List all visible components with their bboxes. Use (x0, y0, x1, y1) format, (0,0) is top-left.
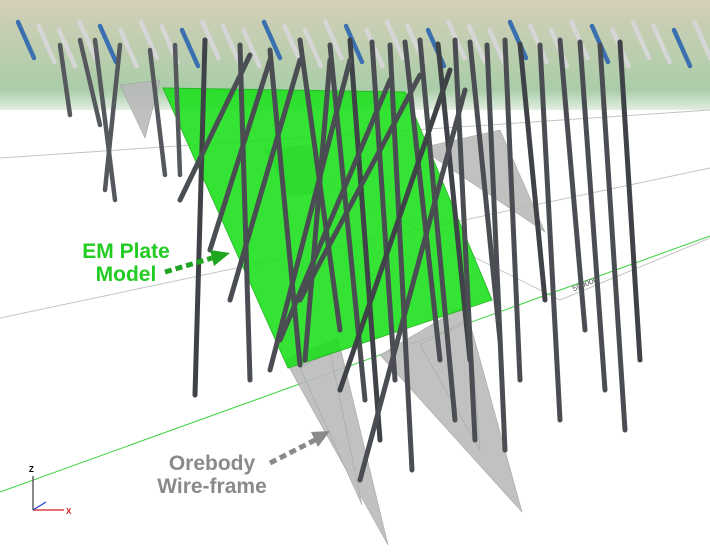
baseline-line (0, 235, 710, 493)
drillhole-trace (347, 37, 383, 443)
drillhole-trace (57, 42, 73, 118)
drillhole-trace (267, 47, 303, 368)
em-plate-arrow-icon (164, 250, 230, 275)
drillhole-trace (118, 27, 139, 69)
drillhole-trace (282, 23, 303, 65)
em-plate-label-line2: Model (95, 263, 157, 287)
em-plate-label-line1: EM Plate (82, 240, 170, 263)
drillhole-trace (302, 27, 324, 69)
drillhole-trace (617, 39, 643, 363)
drillhole-trace (77, 37, 103, 128)
drillhole-trace (323, 19, 344, 61)
drillhole-trace (147, 47, 168, 178)
drillhole-trace (227, 57, 303, 303)
drillhole-trace (337, 67, 453, 393)
drillhole-trace (517, 41, 548, 303)
drillhole-trace (577, 39, 608, 393)
drillhole-trace (172, 42, 183, 178)
drillhole-trace (277, 77, 393, 343)
drillholes (15, 19, 710, 483)
drillhole-trace (467, 39, 503, 343)
drillhole-trace (630, 19, 652, 61)
em-plate-label: EM Plate Model (62, 240, 190, 286)
drillhole-trace (502, 37, 523, 383)
drillhole-trace (302, 57, 333, 363)
drillhole-trace (597, 42, 628, 433)
drillhole-trace (671, 27, 693, 69)
drillhole-trace (297, 72, 423, 303)
orebody-label: Orebody Wire-frame (138, 452, 286, 498)
drillhole-trace (466, 23, 488, 65)
drillhole-trace (56, 27, 78, 69)
drillhole-trace (102, 42, 123, 193)
drillhole-trace (77, 19, 98, 61)
drillhole-trace (484, 42, 508, 453)
drillhole-trace (241, 27, 262, 69)
drillhole-trace (15, 19, 37, 61)
drillhole-trace (138, 19, 160, 61)
drillhole-trace (207, 57, 273, 253)
axis-x-label: X (66, 507, 72, 516)
drillhole-trace (557, 37, 588, 333)
drillhole-trace (267, 57, 353, 373)
drillhole-trace (177, 52, 253, 203)
drillhole-trace (387, 42, 415, 473)
drillhole-trace (261, 19, 283, 61)
drillhole-trace (357, 87, 468, 483)
drillhole-trace (651, 23, 672, 65)
drillhole-trace (192, 37, 208, 398)
drillhole-trace (369, 39, 398, 383)
orebody-arrow-icon (268, 431, 330, 466)
drillhole-trace (200, 19, 221, 61)
drillhole-trace (537, 42, 563, 423)
axis-z-label: Z (29, 465, 34, 474)
drillhole-trace (343, 23, 365, 65)
drillhole-trace (36, 23, 57, 65)
drillhole-trace (220, 23, 242, 65)
orebody-label-line1: Orebody (168, 452, 256, 475)
drillhole-trace (417, 37, 458, 423)
drillhole-trace (97, 23, 119, 65)
drillhole-trace (384, 19, 406, 61)
axis-triad-icon (32, 476, 64, 511)
drillhole-trace (692, 19, 710, 61)
drillhole-trace (507, 19, 529, 61)
drillhole-trace (179, 27, 201, 69)
drillhole-trace (92, 37, 118, 203)
drillhole-trace (237, 42, 253, 383)
orebody-label-line2: Wire-frame (157, 475, 267, 499)
drillhole-trace (487, 27, 508, 69)
